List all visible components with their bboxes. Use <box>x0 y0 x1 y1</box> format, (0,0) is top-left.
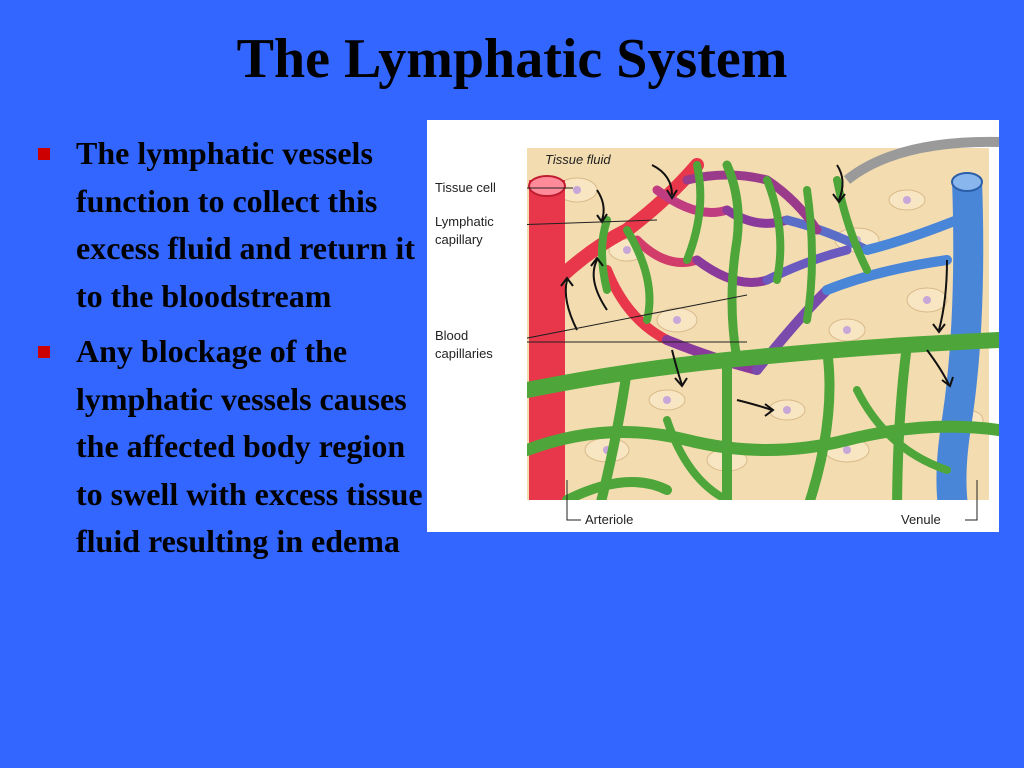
venule-leader <box>965 480 978 521</box>
label-blood-capillaries-line1: Blood <box>435 328 468 343</box>
bullet-list: The lymphatic vessels function to collec… <box>36 130 428 574</box>
diagram-illustration: Tissue fluid Tissue cell Lymphatic capil… <box>427 136 999 532</box>
slide-title: The Lymphatic System <box>236 28 788 90</box>
label-tissue-cell: Tissue cell <box>435 180 496 195</box>
arteriole-opening <box>528 175 566 197</box>
bullet-item: Any blockage of the lymphatic vessels ca… <box>36 328 428 566</box>
label-arteriole: Arteriole <box>585 512 633 527</box>
label-venule: Venule <box>901 512 941 527</box>
bullet-square-icon <box>38 346 50 358</box>
label-lymphatic-capillary-line1: Lymphatic <box>435 214 494 229</box>
bullet-text: Any blockage of the lymphatic vessels ca… <box>76 333 423 559</box>
venule-vessel <box>936 179 984 522</box>
bullet-square-icon <box>38 148 50 160</box>
bullet-text: The lymphatic vessels function to collec… <box>76 135 415 314</box>
label-tissue-fluid: Tissue fluid <box>545 152 611 167</box>
bottom-label-strip <box>527 500 999 532</box>
venule-opening <box>951 172 983 192</box>
tissue-edge-arc <box>843 136 999 184</box>
label-blood-capillaries-line2: capillaries <box>435 346 493 361</box>
lymphatic-network <box>519 160 999 523</box>
bullet-item: The lymphatic vessels function to collec… <box>36 130 428 320</box>
lymphatic-diagram: Tissue fluid Tissue cell Lymphatic capil… <box>427 120 999 532</box>
label-lymphatic-capillary-line2: capillary <box>435 232 483 247</box>
label-panel <box>427 148 527 518</box>
arteriole-leader <box>566 480 581 521</box>
flow-arrows <box>560 164 954 417</box>
